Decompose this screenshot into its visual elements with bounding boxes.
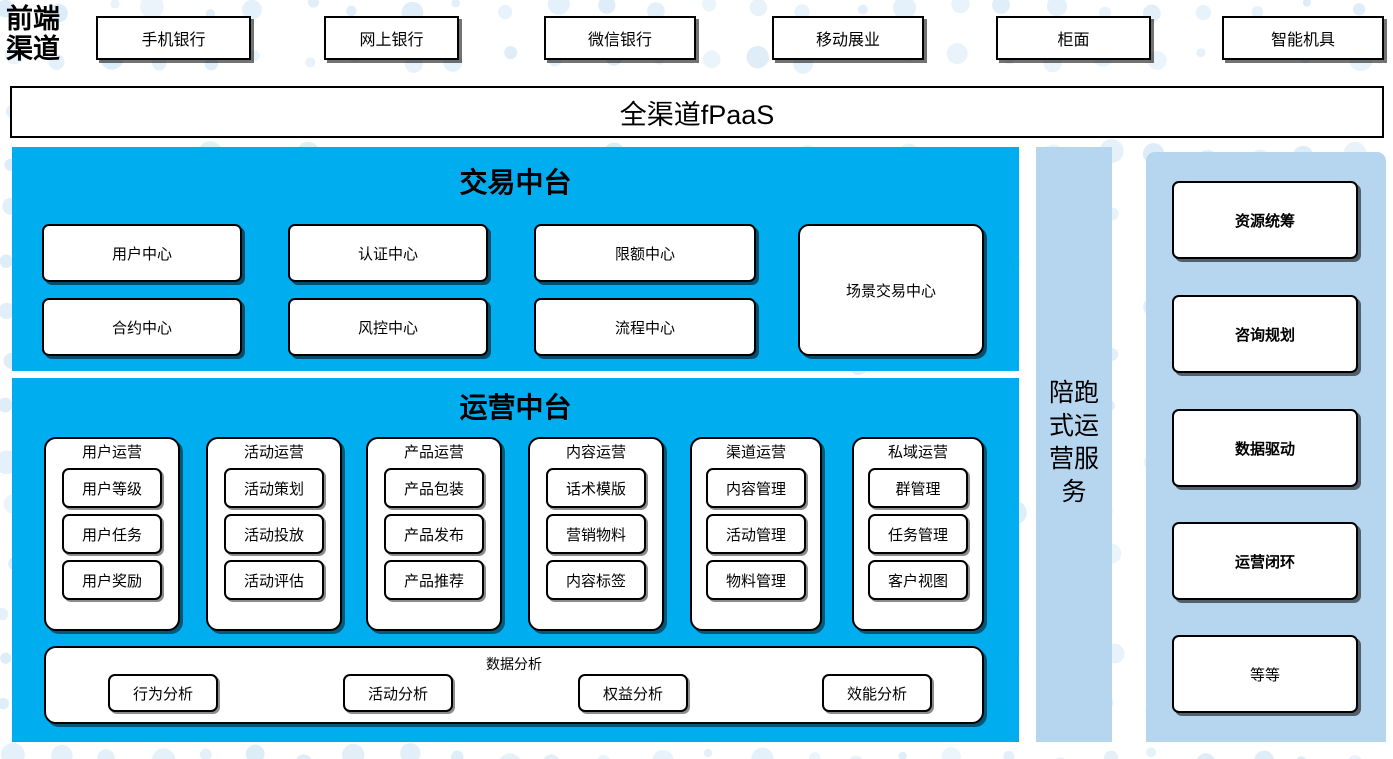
group-item[interactable]: 活动管理	[706, 514, 806, 554]
transaction-cell-1[interactable]: 用户中心	[42, 224, 242, 282]
service-column-panel: 陪跑 式运 营服 务	[1036, 147, 1112, 742]
service-label: 数据驱动	[1234, 440, 1295, 458]
channel-box-4[interactable]: 移动展业	[772, 16, 924, 60]
group-item[interactable]: 产品推荐	[384, 560, 484, 600]
item-label: 行为分析	[132, 685, 193, 703]
group-item[interactable]: 用户等级	[62, 468, 162, 508]
channel-label: 移动展业	[815, 32, 880, 49]
front-channel-label: 前端 渠道	[6, 4, 60, 64]
transaction-cell-scenario[interactable]: 场景交易中心	[798, 224, 984, 356]
service-label: 咨询规划	[1234, 326, 1295, 344]
cell-label: 风控中心	[357, 319, 418, 337]
group-item[interactable]: 活动投放	[224, 514, 324, 554]
service-label: 运营闭环	[1234, 553, 1295, 571]
channel-label: 智能机具	[1270, 32, 1335, 49]
service-column-label: 陪跑 式运 营服 务	[1048, 379, 1099, 506]
fpaas-label: 全渠道fPaaS	[619, 99, 775, 130]
transaction-cell-2[interactable]: 认证中心	[288, 224, 488, 282]
group-item[interactable]: 客户视图	[868, 560, 968, 600]
operation-center-title: 运营中台	[459, 392, 572, 423]
group-title: 渠道运营	[725, 444, 786, 461]
group-item[interactable]: 活动策划	[224, 468, 324, 508]
channel-label: 手机银行	[141, 32, 206, 49]
cell-label: 流程中心	[614, 319, 675, 337]
omnichannel-fpaas-bar[interactable]: 全渠道fPaaS	[10, 86, 1384, 138]
group-title: 私域运营	[887, 444, 948, 461]
group-title: 内容运营	[565, 444, 626, 461]
group-item[interactable]: 内容管理	[706, 468, 806, 508]
service-box-3[interactable]: 数据驱动	[1172, 409, 1358, 487]
group-item[interactable]: 话术模版	[546, 468, 646, 508]
data-analysis-item-3[interactable]: 权益分析	[578, 674, 688, 712]
item-label: 权益分析	[602, 685, 663, 703]
operation-group-4[interactable]: 内容运营 话术模版 营销物料 内容标签	[528, 437, 664, 631]
service-box-1[interactable]: 资源统筹	[1172, 181, 1358, 259]
transaction-cell-6[interactable]: 流程中心	[534, 298, 756, 356]
group-item[interactable]: 内容标签	[546, 560, 646, 600]
group-title: 产品运营	[403, 444, 464, 461]
group-item[interactable]: 产品发布	[384, 514, 484, 554]
group-item[interactable]: 用户奖励	[62, 560, 162, 600]
group-title: 活动运营	[243, 444, 304, 461]
group-item[interactable]: 产品包装	[384, 468, 484, 508]
group-item[interactable]: 营销物料	[546, 514, 646, 554]
group-item[interactable]: 物料管理	[706, 560, 806, 600]
group-item[interactable]: 用户任务	[62, 514, 162, 554]
service-box-2[interactable]: 咨询规划	[1172, 295, 1358, 373]
channel-box-3[interactable]: 微信银行	[544, 16, 696, 60]
cell-label: 用户中心	[111, 245, 172, 263]
channel-box-1[interactable]: 手机银行	[96, 16, 251, 60]
transaction-center-title: 交易中台	[459, 167, 572, 198]
transaction-cell-5[interactable]: 风控中心	[288, 298, 488, 356]
group-item[interactable]: 活动评估	[224, 560, 324, 600]
item-label: 效能分析	[846, 685, 907, 703]
transaction-cell-3[interactable]: 限额中心	[534, 224, 756, 282]
channel-label: 微信银行	[587, 32, 652, 49]
operation-group-1[interactable]: 用户运营 用户等级 用户任务 用户奖励	[44, 437, 180, 631]
operation-group-3[interactable]: 产品运营 产品包装 产品发布 产品推荐	[366, 437, 502, 631]
channel-label: 柜面	[1057, 32, 1090, 49]
channel-box-6[interactable]: 智能机具	[1222, 16, 1384, 60]
operation-group-5[interactable]: 渠道运营 内容管理 活动管理 物料管理	[690, 437, 822, 631]
data-analysis-title: 数据分析	[486, 656, 542, 672]
channel-box-5[interactable]: 柜面	[996, 16, 1151, 60]
group-item[interactable]: 任务管理	[868, 514, 968, 554]
operation-group-6[interactable]: 私域运营 群管理 任务管理 客户视图	[852, 437, 984, 631]
cell-label: 场景交易中心	[845, 282, 936, 300]
service-label: 资源统筹	[1234, 212, 1295, 230]
transaction-cell-4[interactable]: 合约中心	[42, 298, 242, 356]
cell-label: 限额中心	[614, 245, 675, 263]
channel-label: 网上银行	[359, 32, 424, 49]
item-label: 活动分析	[367, 685, 428, 703]
service-label: 等等	[1249, 666, 1280, 684]
cell-label: 合约中心	[111, 319, 172, 337]
data-analysis-item-4[interactable]: 效能分析	[822, 674, 932, 712]
data-analysis-item-1[interactable]: 行为分析	[108, 674, 218, 712]
service-box-4[interactable]: 运营闭环	[1172, 522, 1358, 600]
group-item[interactable]: 群管理	[868, 468, 968, 508]
service-box-5[interactable]: 等等	[1172, 635, 1358, 713]
channel-box-2[interactable]: 网上银行	[324, 16, 459, 60]
cell-label: 认证中心	[357, 245, 418, 263]
operation-group-2[interactable]: 活动运营 活动策划 活动投放 活动评估	[206, 437, 342, 631]
group-title: 用户运营	[81, 444, 142, 461]
data-analysis-item-2[interactable]: 活动分析	[343, 674, 453, 712]
